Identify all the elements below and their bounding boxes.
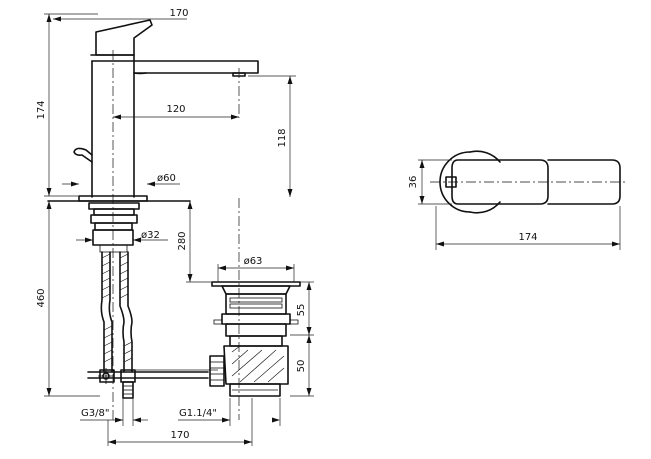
dim-waste-top-height: 55 [296,304,307,317]
dim-waste-lower-height: 50 [296,360,307,373]
dim-total-length: 174 [518,232,537,243]
dim-centre-distance: 170 [170,430,189,441]
dim-top-width: 170 [169,8,188,19]
dim-waste-diameter: ø63 [244,256,263,267]
dim-shank-diameter: ø32 [141,230,160,241]
side-view-dimensions [44,13,314,446]
dim-body-width: 36 [408,176,419,189]
dim-spout-reach: 120 [166,104,185,115]
pop-up-linkage [87,369,218,379]
dim-base-diameter: ø60 [157,173,176,184]
mixer-top-view [430,150,626,214]
dim-under-deck-height: 460 [36,288,47,307]
top-view-labels: 36 174 [408,176,538,243]
dim-supply-thread: G3/8" [81,408,109,419]
dim-deck-to-waste: 280 [177,231,188,250]
supply-hoses [98,251,136,399]
side-view-labels: 174 170 120 118 ø60 ø32 280 ø63 55 50 46… [36,8,307,441]
dim-waste-thread: G1.1/4" [179,408,217,419]
dim-total-height: 174 [36,100,47,119]
mixer-shank [47,200,191,253]
mixer-side-view [73,19,259,420]
dim-spout-height: 118 [277,128,288,147]
top-view-dimensions [418,159,621,250]
waste-assembly [209,281,301,397]
